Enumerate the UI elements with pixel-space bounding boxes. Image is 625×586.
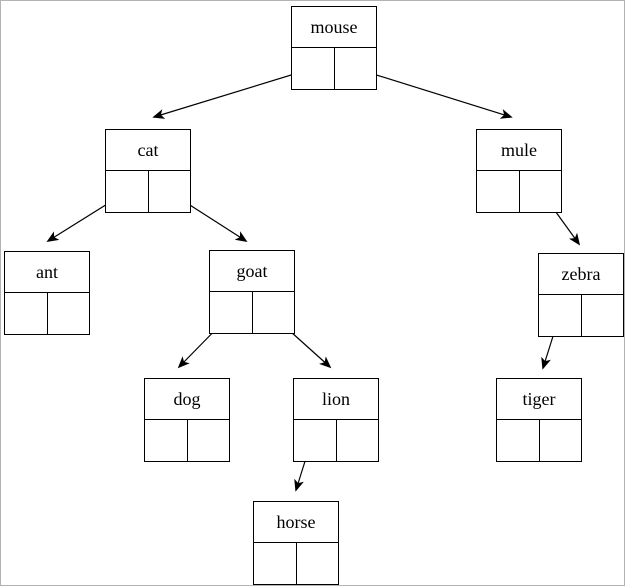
node-tiger: tiger bbox=[496, 378, 582, 462]
node-label: lion bbox=[294, 379, 378, 420]
left-pointer-cell bbox=[106, 171, 149, 212]
left-pointer-cell bbox=[5, 293, 48, 334]
pointer-cells bbox=[5, 293, 89, 334]
right-pointer-cell bbox=[188, 420, 230, 461]
left-pointer-cell bbox=[477, 171, 520, 212]
right-pointer-cell bbox=[520, 171, 562, 212]
pointer-cells bbox=[210, 292, 294, 333]
left-pointer-cell bbox=[294, 420, 337, 461]
pointer-cells bbox=[294, 420, 378, 461]
right-pointer-cell bbox=[253, 292, 295, 333]
node-label: mouse bbox=[292, 7, 376, 48]
left-pointer-cell bbox=[210, 292, 253, 333]
node-mouse: mouse bbox=[291, 6, 377, 90]
node-mule: mule bbox=[476, 129, 562, 213]
right-pointer-cell bbox=[297, 543, 339, 584]
node-horse: horse bbox=[253, 501, 339, 585]
pointer-cells bbox=[254, 543, 338, 584]
node-zebra: zebra bbox=[538, 253, 624, 337]
pointer-cells bbox=[145, 420, 229, 461]
node-label: horse bbox=[254, 502, 338, 543]
node-label: ant bbox=[5, 252, 89, 293]
node-label: goat bbox=[210, 251, 294, 292]
arrow-mouse-to-mule bbox=[353, 67, 513, 119]
node-cat: cat bbox=[105, 129, 191, 213]
node-goat: goat bbox=[209, 250, 295, 334]
right-pointer-cell bbox=[48, 293, 90, 334]
arrow-mouse-to-cat bbox=[152, 67, 315, 119]
node-label: zebra bbox=[539, 254, 623, 295]
pointer-cells bbox=[497, 420, 581, 461]
pointer-cells bbox=[539, 295, 623, 336]
left-pointer-cell bbox=[292, 48, 335, 89]
node-label: mule bbox=[477, 130, 561, 171]
right-pointer-cell bbox=[335, 48, 377, 89]
left-pointer-cell bbox=[145, 420, 188, 461]
pointer-cells bbox=[477, 171, 561, 212]
pointer-cells bbox=[292, 48, 376, 89]
left-pointer-cell bbox=[539, 295, 582, 336]
left-pointer-cell bbox=[497, 420, 540, 461]
right-pointer-cell bbox=[149, 171, 191, 212]
node-lion: lion bbox=[293, 378, 379, 462]
right-pointer-cell bbox=[337, 420, 379, 461]
node-ant: ant bbox=[4, 251, 90, 335]
left-pointer-cell bbox=[254, 543, 297, 584]
node-dog: dog bbox=[144, 378, 230, 462]
pointer-cells bbox=[106, 171, 190, 212]
node-label: cat bbox=[106, 130, 190, 171]
node-label: dog bbox=[145, 379, 229, 420]
right-pointer-cell bbox=[540, 420, 582, 461]
node-label: tiger bbox=[497, 379, 581, 420]
right-pointer-cell bbox=[582, 295, 624, 336]
